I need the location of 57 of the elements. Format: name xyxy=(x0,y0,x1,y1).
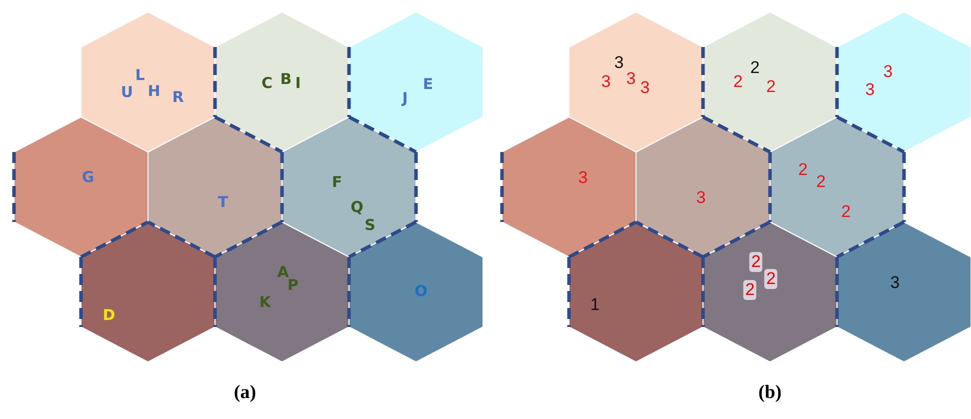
hexagon-cell xyxy=(837,12,971,152)
hexagon-cell xyxy=(770,117,904,257)
cluster-letter: E xyxy=(422,75,434,93)
cluster-letter: R xyxy=(172,88,184,106)
cluster-number: 2 xyxy=(798,160,808,180)
cluster-number: 3 xyxy=(883,62,893,82)
hexagon-cell xyxy=(703,222,837,362)
cluster-letter: G xyxy=(82,168,94,186)
cluster-letter: D xyxy=(102,306,116,324)
cluster-letter: A xyxy=(277,263,289,281)
hexagon-cell xyxy=(569,222,703,362)
cluster-letter: L xyxy=(135,66,145,84)
cluster-letter: Q xyxy=(350,198,364,216)
panel-label: (a) xyxy=(234,382,256,404)
cluster-letter: C xyxy=(262,74,272,92)
hexagon-cell xyxy=(282,117,416,257)
cluster-letter: K xyxy=(259,293,271,311)
hexagon-cell xyxy=(215,222,349,362)
cluster-letter: P xyxy=(288,276,298,294)
cluster-letter: T xyxy=(218,193,228,211)
cluster-letter: F xyxy=(332,173,342,191)
cluster-letter: I xyxy=(295,74,301,92)
cluster-number: 1 xyxy=(590,295,600,315)
hexagon-cell xyxy=(215,12,349,152)
cluster-number: 3 xyxy=(865,80,875,100)
cluster-letter: U xyxy=(120,83,134,101)
panel-label: (b) xyxy=(758,382,782,404)
hexagon-cell xyxy=(502,117,636,257)
cluster-number: 2 xyxy=(733,72,743,92)
hexagon-cell xyxy=(148,117,282,257)
cluster-number: 3 xyxy=(890,273,900,293)
cluster-letter: J xyxy=(402,89,408,107)
hexagon-cell xyxy=(81,222,215,362)
hexagon-cell xyxy=(636,117,770,257)
cluster-number: 3 xyxy=(601,72,611,92)
cluster-letter: B xyxy=(280,70,292,88)
cluster-letter: S xyxy=(364,216,376,234)
cluster-number: 2 xyxy=(743,280,757,300)
hexagon-cell xyxy=(837,222,971,362)
cluster-number: 3 xyxy=(614,53,624,73)
hexagon-cell xyxy=(569,12,703,152)
cluster-number: 2 xyxy=(749,252,763,272)
hexagon-cell xyxy=(14,117,148,257)
cluster-number: 2 xyxy=(841,202,851,222)
cluster-number: 3 xyxy=(578,168,588,188)
hexagon-cell xyxy=(703,12,837,152)
cluster-number: 3 xyxy=(626,69,636,89)
hexagon-cell xyxy=(81,12,215,152)
hexagon-cell xyxy=(349,12,483,152)
cluster-number: 3 xyxy=(696,188,706,208)
cluster-number: 2 xyxy=(764,269,778,289)
cluster-letter: H xyxy=(148,82,160,100)
cluster-number: 2 xyxy=(766,77,776,97)
cluster-number: 2 xyxy=(816,172,826,192)
cluster-number: 3 xyxy=(640,78,650,98)
cluster-letter: O xyxy=(414,282,428,300)
cluster-number: 2 xyxy=(750,58,760,78)
